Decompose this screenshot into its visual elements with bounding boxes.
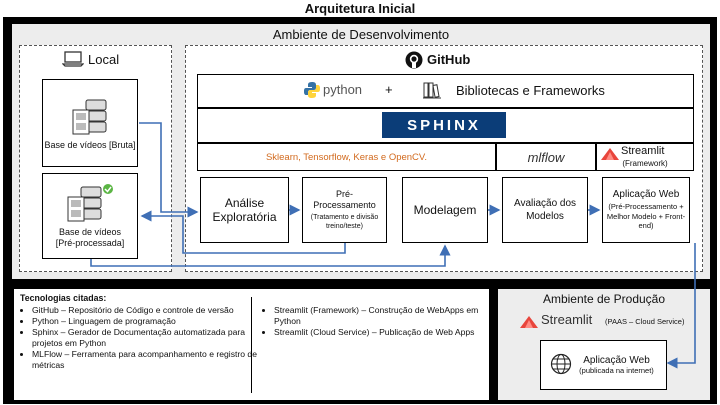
video-database-icon xyxy=(67,184,113,222)
technologies-title: Tecnologias citadas: xyxy=(20,293,107,303)
technologies-panel: Tecnologias citadas: GitHub – Repositóri… xyxy=(14,289,489,400)
mlflow-band: mlflow xyxy=(496,143,596,171)
sphinx-logo: SPHINX xyxy=(382,112,506,138)
published-app-title: Aplicação Web xyxy=(583,355,650,366)
tech-item-sphinx: Sphinx – Gerador de Documentação automat… xyxy=(32,327,258,349)
exploratory-analysis-step: Análise Exploratória xyxy=(200,177,289,243)
streamlit-cloud-label: Streamlit xyxy=(541,312,593,327)
page-title: Arquitetura Inicial xyxy=(304,1,416,16)
streamlit-framework-sub: (Framework) xyxy=(622,159,668,168)
web-app-dev-sub: (Pré-Processamento + Melhor Modelo + Fro… xyxy=(606,202,686,231)
sphinx-label: SPHINX xyxy=(407,116,481,134)
raw-db-label: Base de vídeos [Bruta] xyxy=(44,139,136,150)
raw-video-database: Base de vídeos [Bruta] xyxy=(42,79,138,167)
laptop-icon xyxy=(61,51,85,67)
tech-item-streamlit-framework: Streamlit (Framework) – Construção de We… xyxy=(274,305,489,327)
published-web-app: Aplicação Web (publicada na internet) xyxy=(540,340,667,390)
processed-db-label-2: [Pré-processada] xyxy=(55,238,125,248)
published-app-sub: (publicada na internet) xyxy=(579,366,654,375)
arrow-processed-db-to-modeling xyxy=(90,244,451,267)
libraries-frameworks-label: Bibliotecas e Frameworks xyxy=(456,83,605,98)
eda-label-2: Exploratória xyxy=(212,210,277,224)
web-app-dev-step: Aplicação Web (Pré-Processamento + Melho… xyxy=(602,177,690,243)
technologies-list-left: GitHub – Repositório de Código e control… xyxy=(20,305,258,371)
ml-libraries-list: Sklearn, Tensorflow, Keras e OpenCV. xyxy=(265,151,428,163)
model-evaluation-step: Avaliação dos Modelos xyxy=(502,177,588,243)
processed-db-label-1: Base de vídeos xyxy=(58,227,122,237)
preprocessing-sub: (Tratamento e divisão treino/teste) xyxy=(310,214,379,230)
tech-item-streamlit-cloud: Streamlit (Cloud Service) – Publicação d… xyxy=(274,327,489,338)
tech-item-mlflow: MLFlow – Ferramenta para acompanhamento … xyxy=(32,349,258,371)
streamlit-icon xyxy=(601,147,619,165)
arrow-raw-to-eda xyxy=(139,122,199,218)
paas-label: (PAAS – Cloud Service) xyxy=(605,317,685,326)
ml-libraries-band: Sklearn, Tensorflow, Keras e OpenCV. xyxy=(197,143,496,171)
streamlit-framework-band: Streamlit (Framework) xyxy=(596,143,694,171)
dev-environment-title: Ambiente de Desenvolvimento xyxy=(272,27,450,42)
library-books-icon xyxy=(422,80,442,100)
technologies-list-right: Streamlit (Framework) – Construção de We… xyxy=(262,305,489,338)
video-database-icon xyxy=(72,99,107,134)
evaluation-label-1: Avaliação dos xyxy=(513,198,577,209)
eda-label-1: Análise xyxy=(224,196,265,210)
modeling-step: Modelagem xyxy=(402,177,488,243)
github-label: GitHub xyxy=(427,52,471,67)
evaluation-label-2: Modelos xyxy=(526,211,564,222)
globe-icon xyxy=(550,353,572,380)
preprocessing-label-2: Processamento xyxy=(313,200,376,210)
plus-sign: + xyxy=(385,82,393,97)
production-title: Ambiente de Produção xyxy=(542,292,666,306)
modeling-label: Modelagem xyxy=(413,203,477,217)
tech-item-python: Python – Linguagem de programação xyxy=(32,316,258,327)
local-label: Local xyxy=(88,52,120,67)
processed-video-database: Base de vídeos [Pré-processada] xyxy=(42,173,138,259)
preprocessing-step: Pré- Processamento (Tratamento e divisão… xyxy=(302,177,387,243)
tech-item-github: GitHub – Repositório de Código e control… xyxy=(32,305,258,316)
github-icon xyxy=(405,51,423,69)
web-app-dev-title: Aplicação Web xyxy=(612,189,680,201)
python-icon xyxy=(303,81,321,99)
streamlit-cloud-icon xyxy=(520,315,538,333)
arrow-web-app-to-production xyxy=(666,243,696,369)
python-libraries-band xyxy=(197,74,694,108)
mlflow-label: mlflow xyxy=(527,149,565,165)
streamlit-label: Streamlit xyxy=(621,145,665,157)
python-label: python xyxy=(323,82,363,97)
technologies-divider xyxy=(251,297,252,393)
arrow-preprocessing-to-processed-db xyxy=(140,210,346,254)
production-environment-panel: Ambiente de Produção Streamlit (PAAS – C… xyxy=(498,289,710,400)
preprocessing-label-1: Pré- xyxy=(335,189,353,199)
